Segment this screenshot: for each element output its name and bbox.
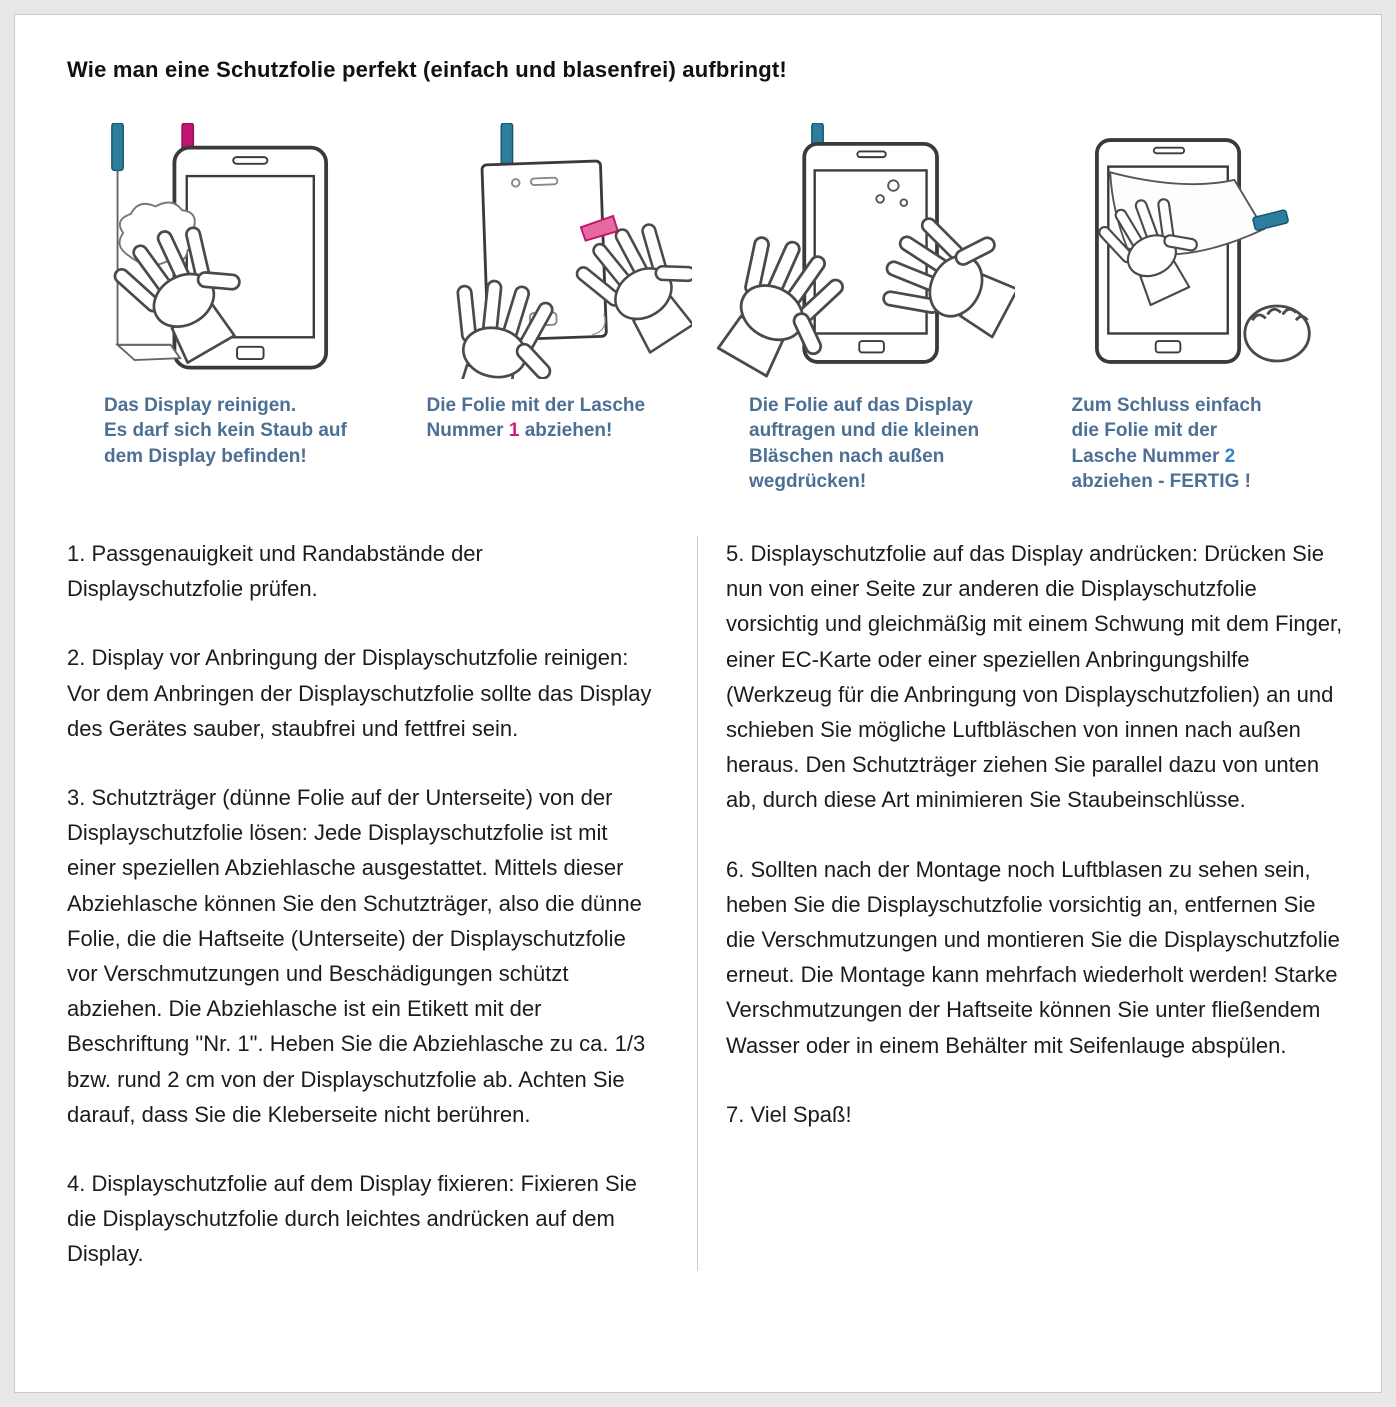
step-1-caption: Das Display reinigen. Es darf sich kein … xyxy=(104,395,347,467)
step-2: Die Folie mit der Lasche Nummer 1 abzieh… xyxy=(376,123,699,494)
fist xyxy=(1242,304,1311,363)
lasche-number-1: 1 xyxy=(508,420,520,442)
step-3: Die Folie auf das Display auftragen und … xyxy=(698,123,1021,494)
film-edge xyxy=(115,170,182,362)
instruction-sheet: Wie man eine Schutzfolie perfekt (einfac… xyxy=(14,14,1382,1393)
instruction-paragraph-5: 5. Displayschutzfolie auf das Display an… xyxy=(726,541,1343,813)
step-3-caption: Die Folie auf das Display auftragen und … xyxy=(749,395,980,492)
teal-tab-2 xyxy=(1251,209,1289,231)
step-4-caption: Zum Schluss einfach die Folie mit der La… xyxy=(1071,395,1262,492)
instruction-paragraph-3: 3. Schutzträger (dünne Folie auf der Unt… xyxy=(67,785,646,1127)
instruction-paragraph-4: 4. Displayschutzfolie auf dem Display fi… xyxy=(67,1170,637,1267)
step-4: Zum Schluss einfach die Folie mit der La… xyxy=(1021,123,1344,494)
apply-film-press-bubbles-illustration xyxy=(704,123,1015,379)
clean-display-illustration xyxy=(103,123,329,376)
peel-film-tab-1-illustration xyxy=(431,123,692,379)
lasche-number-2: 2 xyxy=(1224,445,1236,467)
page-title: Wie man eine Schutzfolie perfekt (einfac… xyxy=(67,57,787,82)
remove-tab-2-finished-illustration xyxy=(1090,138,1311,364)
teal-tab xyxy=(111,123,124,172)
instruction-paragraph-1: 1. Passgenauigkeit und Randabstände der … xyxy=(67,541,483,602)
instructions-right-column: 5. Displayschutzfolie auf das Display an… xyxy=(698,536,1343,1271)
illustration-row: Das Display reinigen. Es darf sich kein … xyxy=(53,123,1343,494)
teal-tab xyxy=(500,123,513,170)
instruction-paragraph-2: 2. Display vor Anbringung der Displaysch… xyxy=(67,645,652,741)
instruction-paragraph-6: 6. Sollten nach der Montage noch Luftbla… xyxy=(726,856,1340,1058)
air-bubbles xyxy=(875,179,909,207)
step-1: Das Display reinigen. Es darf sich kein … xyxy=(53,123,376,494)
instructions-left-column: 1. Passgenauigkeit und Randabstände der … xyxy=(53,536,698,1272)
instruction-columns: 1. Passgenauigkeit und Randabstände der … xyxy=(53,536,1343,1272)
instruction-paragraph-7: 7. Viel Spaß! xyxy=(726,1101,852,1127)
step-2-caption: Die Folie mit der Lasche Nummer 1 abzieh… xyxy=(426,395,646,442)
